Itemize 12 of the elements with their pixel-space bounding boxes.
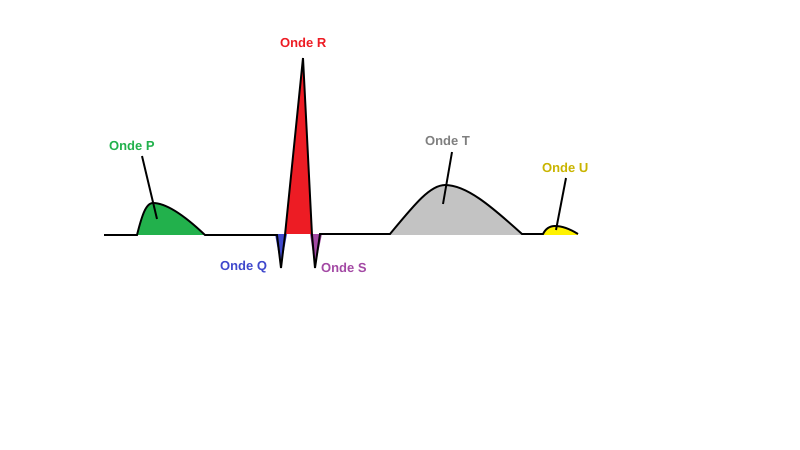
t-wave (390, 185, 522, 235)
wave-label: Onde R (280, 35, 326, 50)
leader-line (141, 156, 158, 220)
wave-label: Onde T (425, 133, 470, 148)
leader-line (555, 178, 567, 230)
u-wave (543, 226, 578, 235)
leader-line (442, 152, 453, 204)
wave-label: Onde Q (220, 258, 267, 273)
p-wave (137, 203, 205, 235)
wave-label: Onde P (109, 138, 155, 153)
wave-label: Onde S (321, 260, 367, 275)
wave-label: Onde U (542, 160, 588, 175)
